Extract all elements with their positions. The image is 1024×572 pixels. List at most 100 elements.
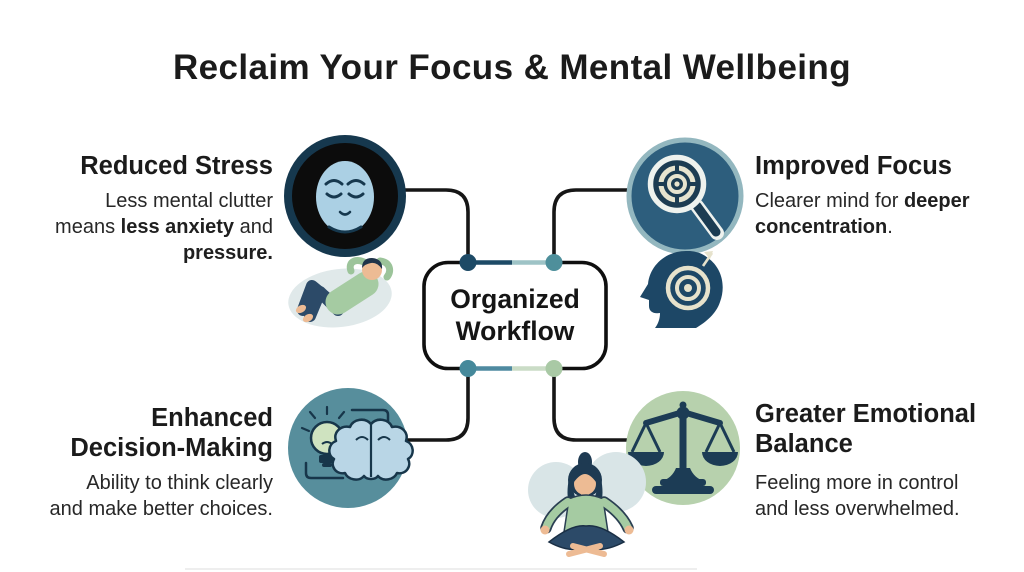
node-dot-top-right [545, 254, 563, 271]
text-segment: means [55, 216, 121, 238]
string-left-b [644, 422, 662, 453]
foot-1 [295, 304, 307, 314]
meditating-person-illustration [528, 452, 646, 557]
hand-right [624, 525, 634, 535]
string-right-b [718, 422, 736, 453]
center-node-label: Organized Workflow [424, 262, 606, 368]
meditate-arm-left [542, 498, 572, 532]
head [362, 260, 382, 280]
magnifier-target-icon [626, 137, 744, 255]
emotional-balance-body: Feeling more in control and less overwhe… [755, 470, 1013, 522]
text-segment: Less mental clutter [105, 190, 273, 212]
head-silhouette [640, 250, 723, 328]
foot-2 [302, 313, 314, 323]
target-ring-inner [667, 174, 687, 194]
emotional-balance-body-line1: Feeling more in control [755, 472, 959, 494]
improved-focus-body-line2: concentration. [755, 214, 1013, 240]
text-segment-bold: concentration [755, 216, 888, 238]
text-segment: Clearer mind for [755, 190, 904, 212]
reduced-stress-body-line2: means less anxiety and [24, 214, 273, 240]
pan-strings [630, 422, 736, 453]
face-features [324, 179, 366, 234]
center-label-line1: Organized [450, 283, 580, 314]
enhanced-decision-body-line2: and make better choices. [49, 498, 273, 520]
ray-2 [337, 410, 346, 420]
emotional-balance-heading: Greater Emotional Balance [755, 399, 1020, 459]
improved-focus-heading: Improved Focus [755, 152, 952, 180]
meditate-arm-right [600, 498, 632, 532]
enhanced-decision-heading: Enhanced Decision-Making [30, 403, 273, 463]
base-flare [662, 468, 704, 481]
ray-3 [308, 410, 317, 420]
node-dot-bottom-left [459, 360, 477, 377]
torso-green [563, 494, 609, 533]
relaxing-person-illustration [288, 257, 394, 328]
emotional-balance-body-line2: and less overwhelmed. [755, 498, 960, 520]
smile [327, 225, 363, 234]
brain-curl-left [355, 436, 369, 441]
dart-flight [704, 251, 713, 259]
connector-top-left [401, 188, 470, 256]
base-bar-1 [660, 479, 706, 486]
bottom-hairline [185, 568, 697, 570]
connector-bottom-right [552, 375, 630, 442]
connector-top-right [552, 188, 631, 256]
torso [325, 271, 379, 315]
hair-side-right [592, 478, 603, 503]
face [574, 473, 596, 495]
closed-eye-right [347, 192, 365, 199]
head-target-center [684, 284, 692, 292]
reduced-stress-body-line3: pressure. [24, 240, 273, 266]
hair [362, 258, 383, 269]
text-segment-bold: less anxiety [120, 216, 235, 238]
eyebrow-right [346, 179, 366, 186]
head-target-icon [640, 250, 723, 328]
enhanced-decision-body-line1: Ability to think clearly [86, 472, 273, 494]
improved-focus-body-line1: Clearer mind for deeper [755, 188, 1013, 214]
base-bar-2 [652, 486, 714, 494]
balance-scales-icon [626, 391, 740, 505]
hand-left [540, 525, 550, 535]
enhanced-decision-heading-line2: Decision-Making [70, 434, 273, 463]
brain-curl-right [377, 436, 391, 441]
eyebrow-left [324, 179, 344, 186]
node-dot-bottom-right [545, 360, 563, 377]
nose [338, 210, 352, 216]
head-target-ring-inner [675, 275, 701, 301]
arm-left [346, 257, 368, 275]
bulb-brain-icon [288, 388, 414, 508]
node-dot-top-left [459, 254, 477, 271]
pan-right [702, 452, 738, 466]
scales [628, 401, 738, 494]
target-center [674, 181, 680, 187]
head-target-ring-outer [665, 265, 711, 311]
reduced-stress-heading: Reduced Stress [80, 152, 273, 180]
connector-lines [401, 188, 631, 442]
page-title: Reclaim Your Focus & Mental Wellbeing [173, 48, 851, 87]
text-segment: . [887, 216, 893, 238]
string-right-a [704, 422, 722, 453]
reticle-ticks [655, 162, 699, 206]
improved-focus-body: Clearer mind for deeper concentration. [755, 188, 1013, 240]
calm-face-icon [284, 135, 406, 257]
arm-right [376, 257, 394, 281]
text-segment-bold: deeper [903, 190, 970, 212]
bulb-tip [322, 463, 332, 467]
magnifier-handle [692, 201, 721, 237]
reduced-stress-body-line1: Less mental clutter [24, 188, 273, 214]
closed-eye-left [325, 192, 343, 199]
post [679, 412, 687, 472]
text-segment: and [234, 216, 273, 238]
face-shape [316, 161, 374, 233]
string-left-a [630, 422, 648, 453]
text-segment-bold: pressure. [182, 242, 273, 264]
crossed-legs [547, 525, 626, 551]
enhanced-decision-body: Ability to think clearly and make better… [24, 470, 273, 522]
connector-bottom-left [404, 375, 470, 442]
bracket-top [350, 408, 390, 426]
enhanced-decision-heading-line1: Enhanced [151, 404, 273, 432]
center-label-line2: Workflow [455, 316, 575, 346]
center-node-box [422, 254, 608, 377]
